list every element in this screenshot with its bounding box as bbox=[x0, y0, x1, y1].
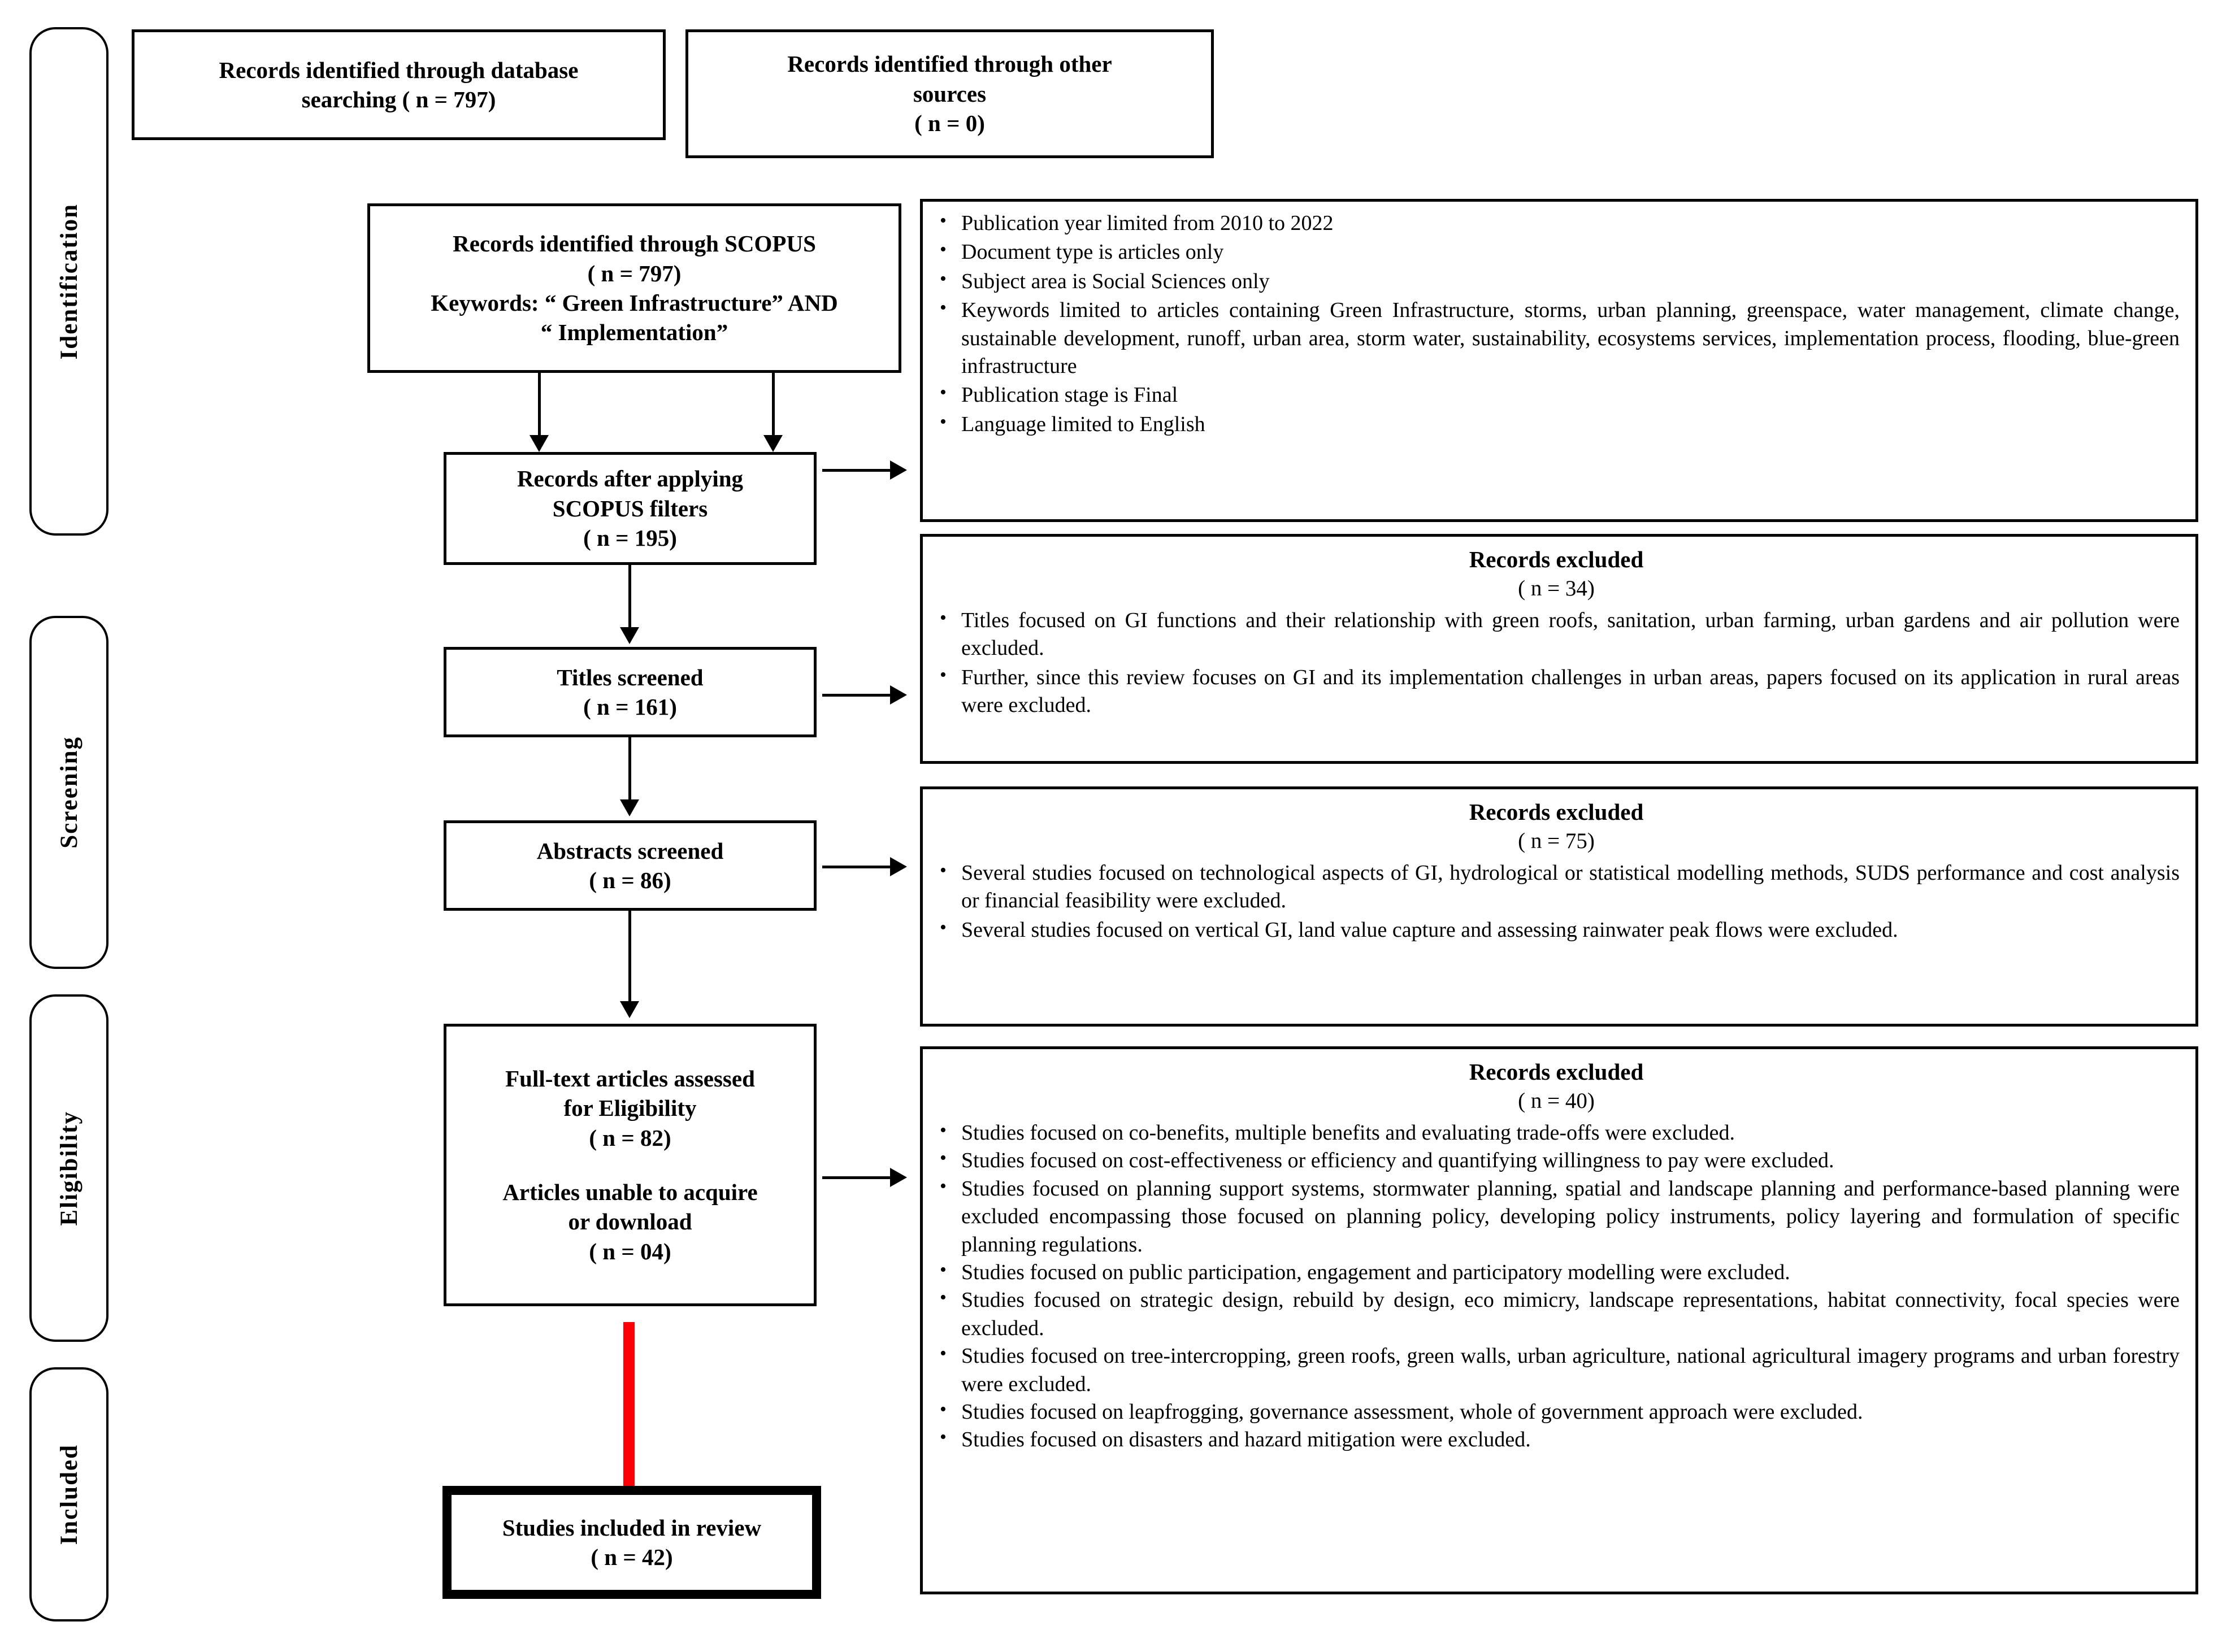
box-line: Studies included in review bbox=[502, 1514, 762, 1541]
excluded-reasons-list: Studies focused on co-benefits, multiple… bbox=[933, 1118, 2180, 1454]
panel-scopus-filter-criteria: Publication year limited from 2010 to 20… bbox=[920, 199, 2198, 522]
box-abstracts-screened: Abstracts screened ( n = 86) bbox=[444, 820, 817, 911]
box-full-text-assessed: Full-text articles assessed for Eligibil… bbox=[444, 1024, 817, 1306]
connector-scopus-left bbox=[538, 373, 541, 438]
box-line: ( n = 0) bbox=[914, 110, 985, 137]
list-item: Studies focused on public participation,… bbox=[940, 1258, 2180, 1286]
phase-label-included: Included bbox=[29, 1367, 109, 1621]
box-records-after-filters: Records after applying SCOPUS filters ( … bbox=[444, 452, 817, 565]
excluded-reasons-list: Several studies focused on technological… bbox=[933, 858, 2180, 944]
arrow-to-excluded34-icon bbox=[890, 685, 907, 705]
box-line: or download bbox=[568, 1208, 692, 1235]
criteria-list: Publication year limited from 2010 to 20… bbox=[933, 208, 2180, 438]
phase-label-screening: Screening bbox=[29, 616, 109, 969]
box-line: SCOPUS filters bbox=[552, 495, 708, 521]
list-item: Publication year limited from 2010 to 20… bbox=[940, 208, 2180, 237]
list-item: Further, since this review focuses on GI… bbox=[940, 663, 2180, 720]
list-item: Studies focused on planning support syst… bbox=[940, 1174, 2180, 1259]
connector-filters-to-titles bbox=[628, 565, 631, 630]
box-line: Records identified through database bbox=[219, 56, 579, 83]
connector-abstracts-to-excluded75 bbox=[822, 866, 892, 868]
arrow-to-titles-icon bbox=[620, 627, 639, 644]
list-item: Several studies focused on vertical GI, … bbox=[940, 915, 2180, 944]
box-line: Records after applying bbox=[517, 466, 744, 492]
phase-label-identification: Identification bbox=[29, 27, 109, 536]
connector-titles-to-abstracts bbox=[628, 737, 631, 802]
panel-count: ( n = 40) bbox=[1518, 1089, 1595, 1114]
box-line: Full-text articles assessed bbox=[505, 1065, 755, 1092]
panel-count: ( n = 34) bbox=[1518, 576, 1595, 601]
panel-count: ( n = 75) bbox=[1518, 829, 1595, 854]
arrow-scopus-right-icon bbox=[763, 435, 783, 452]
box-line: ( n = 86) bbox=[589, 867, 671, 893]
excluded-reasons-list: Titles focused on GI functions and their… bbox=[933, 606, 2180, 720]
connector-titles-to-excluded34 bbox=[822, 694, 892, 697]
connector-fulltext-to-excluded40 bbox=[822, 1176, 892, 1179]
list-item: Language limited to English bbox=[940, 410, 2180, 438]
box-line: ( n = 42) bbox=[591, 1544, 673, 1570]
panel-records-excluded-75: Records excluded ( n = 75) Several studi… bbox=[920, 786, 2198, 1027]
box-line: Keywords: “ Green Infrastructure” AND bbox=[431, 290, 838, 316]
phase-label-text: Included bbox=[55, 1444, 83, 1545]
box-line: sources bbox=[913, 80, 987, 107]
box-studies-included: Studies included in review ( n = 42) bbox=[442, 1486, 821, 1599]
phase-label-eligibility: Eligibility bbox=[29, 994, 109, 1342]
box-line: ( n = 82) bbox=[589, 1124, 671, 1151]
box-line: Records identified through SCOPUS bbox=[453, 231, 816, 257]
list-item: Studies focused on cost-effectiveness or… bbox=[940, 1146, 2180, 1175]
box-line: searching ( n = 797) bbox=[301, 86, 496, 112]
list-item: Studies focused on leapfrogging, governa… bbox=[940, 1397, 2180, 1426]
phase-label-text: Eligibility bbox=[55, 1110, 83, 1226]
list-item: Studies focused on strategic design, reb… bbox=[940, 1285, 2180, 1342]
box-records-other-sources: Records identified through other sources… bbox=[685, 29, 1214, 158]
arrow-scopus-left-icon bbox=[530, 435, 549, 452]
arrow-to-fulltext-icon bbox=[620, 1001, 639, 1018]
connector-filters-to-criteria bbox=[822, 469, 892, 472]
panel-records-excluded-34: Records excluded ( n = 34) Titles focuse… bbox=[920, 534, 2198, 764]
box-line: ( n = 195) bbox=[583, 525, 677, 551]
list-item: Subject area is Social Sciences only bbox=[940, 267, 2180, 295]
box-line: Titles screened bbox=[557, 664, 704, 690]
box-line: ( n = 161) bbox=[583, 694, 677, 720]
connector-scopus-right bbox=[772, 373, 775, 438]
arrow-to-criteria-icon bbox=[890, 460, 907, 480]
arrow-to-excluded40-icon bbox=[890, 1168, 907, 1187]
panel-title: Records excluded bbox=[1469, 1059, 1644, 1085]
arrow-to-excluded75-icon bbox=[890, 857, 907, 876]
list-item: Document type is articles only bbox=[940, 237, 2180, 266]
box-line: ( n = 04) bbox=[589, 1238, 671, 1264]
box-records-database-searching: Records identified through database sear… bbox=[132, 29, 666, 140]
phase-label-text: Identification bbox=[55, 203, 83, 360]
box-line: for Eligibility bbox=[563, 1095, 697, 1121]
panel-records-excluded-40: Records excluded ( n = 40) Studies focus… bbox=[920, 1046, 2198, 1594]
list-item: Titles focused on GI functions and their… bbox=[940, 606, 2180, 663]
panel-title: Records excluded bbox=[1469, 799, 1644, 825]
list-item: Publication stage is Final bbox=[940, 380, 2180, 409]
box-line: ( n = 797) bbox=[587, 260, 682, 286]
box-titles-screened: Titles screened ( n = 161) bbox=[444, 647, 817, 737]
list-item: Studies focused on tree-intercropping, g… bbox=[940, 1341, 2180, 1398]
box-records-scopus: Records identified through SCOPUS ( n = … bbox=[367, 203, 901, 373]
box-line: “ Implementation” bbox=[540, 319, 728, 346]
list-item: Studies focused on disasters and hazard … bbox=[940, 1425, 2180, 1454]
list-item: Keywords limited to articles containing … bbox=[940, 295, 2180, 380]
connector-abstracts-to-fulltext bbox=[628, 911, 631, 1004]
arrow-to-abstracts-icon bbox=[620, 799, 639, 816]
panel-title: Records excluded bbox=[1469, 546, 1644, 572]
list-item: Studies focused on co-benefits, multiple… bbox=[940, 1118, 2180, 1147]
box-line: Articles unable to acquire bbox=[502, 1179, 758, 1205]
box-line: Abstracts screened bbox=[536, 837, 724, 864]
phase-label-text: Screening bbox=[55, 736, 83, 849]
list-item: Several studies focused on technological… bbox=[940, 858, 2180, 915]
box-line: Records identified through other bbox=[787, 51, 1112, 77]
